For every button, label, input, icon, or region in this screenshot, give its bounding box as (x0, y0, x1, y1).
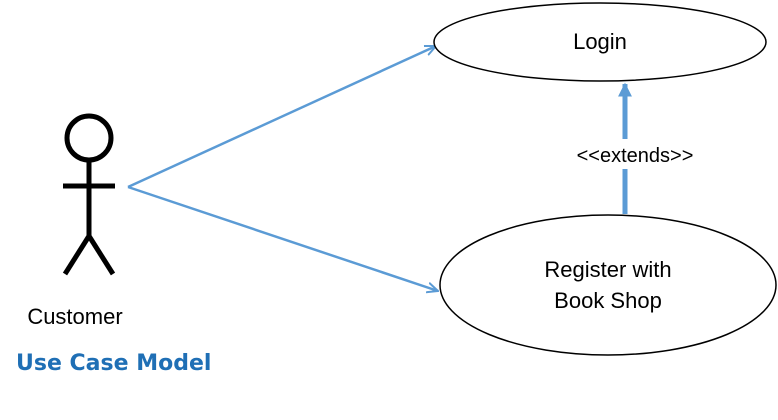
login-label: Login (573, 29, 627, 54)
extends-label: <<extends>> (577, 145, 694, 167)
actor-label: Customer (27, 304, 122, 329)
association-to-register (127, 185, 438, 291)
customer-actor (62, 113, 116, 276)
association-to-login (127, 44, 436, 189)
use-case-login: Login (433, 2, 767, 82)
actor-right-leg (86, 234, 116, 276)
actor-left-leg (62, 234, 92, 276)
extends-label-background (553, 139, 703, 169)
register-label-line1: Register with (544, 257, 671, 282)
diagram-title: Use Case Model (16, 351, 212, 376)
use-case-register: Register with Book Shop (439, 214, 777, 356)
register-ellipse (439, 214, 777, 356)
register-label-line2: Book Shop (554, 288, 662, 313)
login-ellipse (433, 2, 767, 82)
actor-head (64, 113, 114, 163)
